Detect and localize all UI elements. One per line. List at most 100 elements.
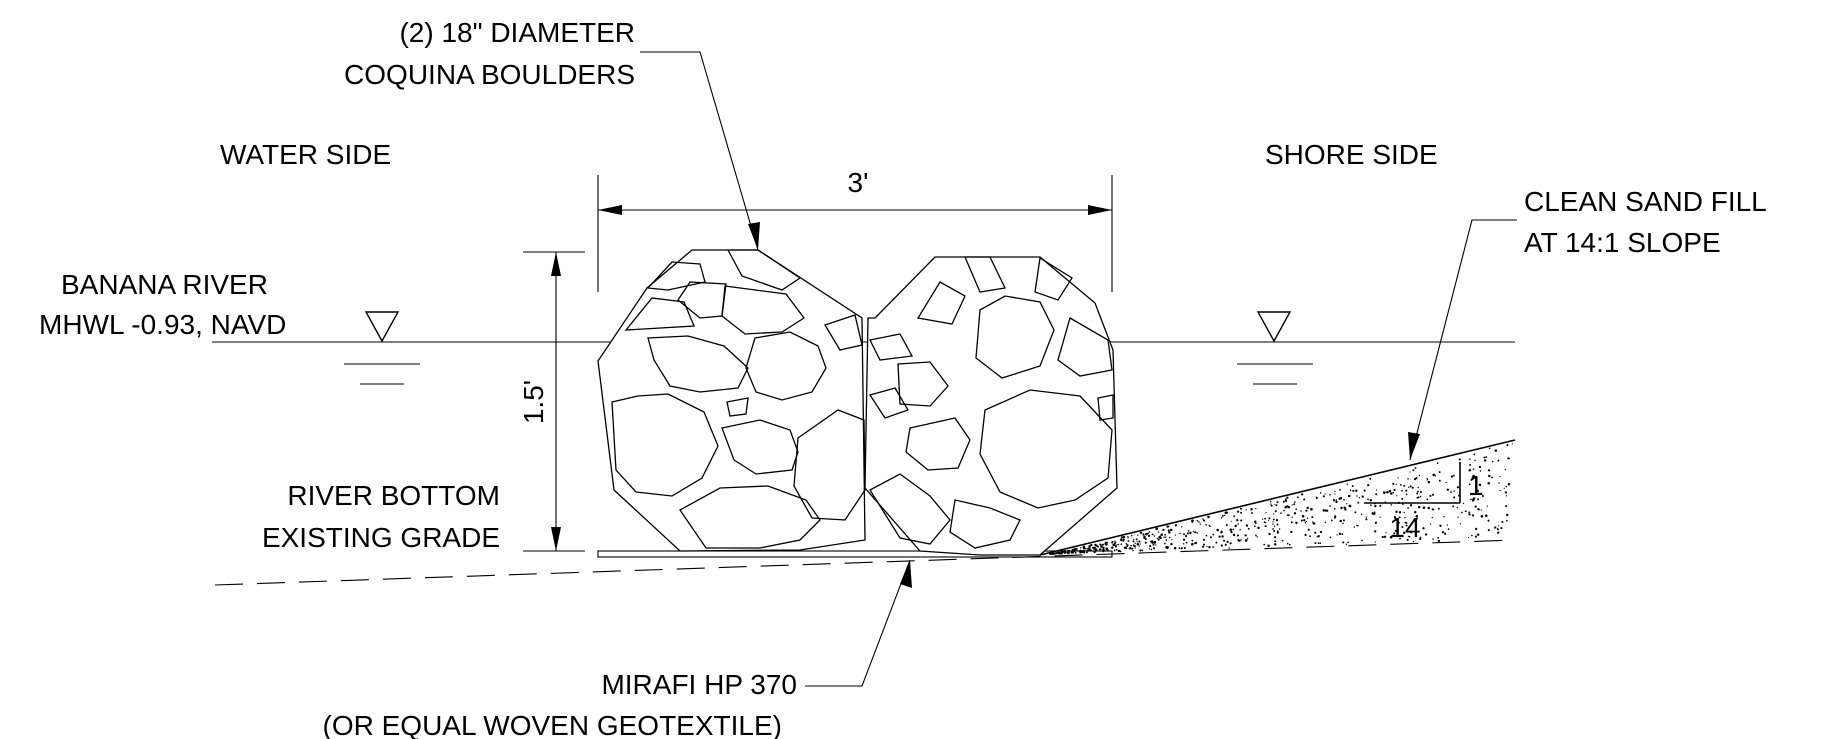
sand-dot bbox=[1268, 519, 1270, 521]
sand-dot bbox=[1363, 489, 1366, 492]
sand-dot bbox=[1291, 504, 1293, 506]
sand-dot bbox=[1105, 542, 1108, 544]
sand-dot bbox=[1304, 533, 1307, 536]
sand-dot bbox=[1388, 489, 1392, 493]
sand-fill-callout-line2: AT 14:1 SLOPE bbox=[1524, 227, 1721, 258]
sand-dot bbox=[1192, 530, 1195, 533]
sand-dot bbox=[1453, 474, 1455, 477]
sand-dot bbox=[1151, 540, 1153, 543]
sand-dot bbox=[1094, 543, 1097, 546]
sand-dot bbox=[1240, 539, 1242, 541]
sand-dot bbox=[1422, 527, 1425, 530]
water-level-marker-left bbox=[344, 311, 420, 385]
sand-dot bbox=[1505, 485, 1508, 488]
sand-dot bbox=[1132, 544, 1135, 546]
sand-dot bbox=[1487, 519, 1490, 522]
sand-dot bbox=[1057, 552, 1061, 555]
sand-dot bbox=[1256, 536, 1258, 538]
sand-dot bbox=[1081, 551, 1084, 553]
sand-dot bbox=[1329, 536, 1332, 539]
sand-dot bbox=[1287, 505, 1290, 509]
sand-dot bbox=[1276, 530, 1279, 533]
sand-dot bbox=[1273, 536, 1277, 539]
sand-dot bbox=[1168, 536, 1171, 539]
sand-dot bbox=[1498, 525, 1500, 527]
sand-dot bbox=[1246, 537, 1249, 540]
sand-dot bbox=[1127, 536, 1129, 539]
sand-dot bbox=[1224, 511, 1228, 514]
slope-rise-label: 1 bbox=[1468, 470, 1484, 501]
sand-dot bbox=[1453, 490, 1455, 492]
sand-dot bbox=[1315, 496, 1318, 499]
sand-dot bbox=[1079, 547, 1082, 549]
sand-dot bbox=[1090, 543, 1093, 547]
sand-dot bbox=[1409, 485, 1412, 488]
sand-dot bbox=[1414, 467, 1417, 469]
sand-dot bbox=[1301, 493, 1304, 496]
sand-dot bbox=[1438, 471, 1441, 474]
sand-dot bbox=[1487, 469, 1491, 472]
sand-dot bbox=[1390, 504, 1393, 506]
sand-dot bbox=[1461, 511, 1463, 514]
sand-dot bbox=[1149, 545, 1152, 548]
sand-dot bbox=[1505, 495, 1508, 497]
sand-dot bbox=[1356, 524, 1359, 527]
slope-indicator: 1 14 bbox=[1364, 462, 1484, 543]
sand-dot bbox=[1289, 543, 1291, 546]
geotextile-callout-line2: (OR EQUAL WOVEN GEOTEXTILE) bbox=[323, 710, 782, 739]
sand-dot bbox=[1293, 501, 1296, 503]
sand-dot bbox=[1396, 495, 1398, 497]
sand-dot bbox=[1303, 518, 1306, 522]
sand-dot bbox=[1244, 534, 1247, 537]
sand-dot bbox=[1326, 510, 1328, 512]
sand-dot bbox=[1409, 471, 1411, 473]
sand-dot bbox=[1114, 545, 1117, 548]
sand-dot bbox=[1345, 503, 1348, 505]
sand-dot bbox=[1402, 531, 1406, 535]
sand-dot bbox=[1457, 516, 1459, 518]
sand-dot bbox=[1324, 493, 1326, 495]
sand-dot bbox=[1381, 535, 1384, 538]
sand-dot bbox=[1407, 478, 1409, 480]
sand-dot bbox=[1485, 456, 1488, 458]
sand-dot bbox=[1398, 511, 1402, 514]
sand-dot bbox=[1506, 443, 1509, 446]
sand-dot bbox=[1296, 496, 1299, 499]
sand-dot bbox=[1112, 546, 1114, 548]
sand-dot bbox=[1374, 541, 1376, 543]
sand-dot bbox=[1179, 532, 1181, 535]
sand-dot bbox=[1274, 510, 1277, 513]
sand-dot bbox=[1276, 523, 1279, 526]
sand-dot bbox=[1284, 506, 1287, 509]
sand-dot bbox=[1322, 495, 1325, 498]
sand-dot bbox=[1112, 543, 1115, 547]
sand-dot bbox=[1203, 519, 1206, 522]
sand-dot bbox=[1369, 498, 1373, 502]
sand-dot bbox=[1309, 535, 1311, 538]
sand-dot bbox=[1223, 540, 1226, 542]
height-dimension-label: 1.5' bbox=[518, 380, 549, 424]
sand-dot bbox=[1491, 476, 1493, 479]
sand-dot bbox=[1286, 542, 1289, 545]
sand-dot bbox=[1494, 449, 1498, 452]
sand-dot bbox=[1349, 489, 1352, 492]
sand-dot bbox=[1339, 488, 1342, 491]
sand-dot bbox=[1208, 546, 1211, 549]
inverted-triangle-icon bbox=[1256, 311, 1292, 343]
sand-dot bbox=[1139, 543, 1141, 545]
sand-dot bbox=[1142, 533, 1145, 536]
sand-dot bbox=[1102, 546, 1105, 549]
sand-dot bbox=[1497, 459, 1500, 462]
sand-dot bbox=[1239, 529, 1241, 531]
sand-dot bbox=[1135, 538, 1138, 541]
sand-dot bbox=[1479, 470, 1482, 472]
sand-dot bbox=[1375, 493, 1378, 496]
sand-dot bbox=[1303, 498, 1306, 501]
sand-dot bbox=[1113, 550, 1116, 552]
sand-dot bbox=[1395, 534, 1398, 538]
sand-dot bbox=[1111, 541, 1114, 543]
inverted-triangle-icon bbox=[364, 311, 400, 343]
sand-dot bbox=[1245, 524, 1249, 527]
sand-dot bbox=[1477, 498, 1480, 501]
sand-dot bbox=[1417, 505, 1421, 509]
